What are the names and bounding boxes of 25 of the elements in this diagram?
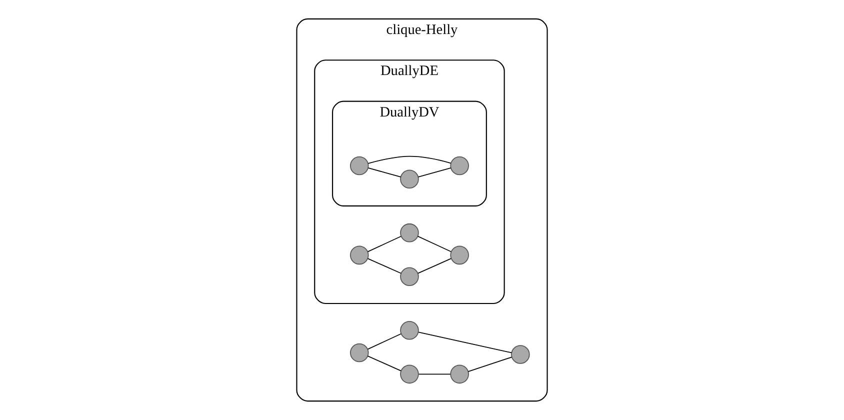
- connector: [367, 236, 402, 252]
- node-circle: [350, 246, 369, 265]
- connector: [417, 258, 452, 274]
- node-circle: [450, 246, 469, 265]
- connector: [367, 258, 402, 274]
- connector: [367, 333, 402, 350]
- node-circle: [400, 364, 419, 384]
- node-circle: [450, 156, 469, 176]
- connector: [368, 156, 452, 164]
- node-circle: [400, 170, 419, 189]
- connector: [368, 167, 402, 178]
- connector: [418, 332, 512, 354]
- node-circle: [400, 267, 419, 286]
- node-circle: [350, 156, 369, 176]
- node-circle: [350, 343, 369, 362]
- connector: [367, 356, 402, 372]
- connector: [417, 236, 452, 252]
- node-circle: [400, 223, 419, 242]
- node-circle: [511, 345, 530, 364]
- connector: [418, 167, 452, 178]
- node-circle: [400, 320, 419, 340]
- node-circle: [450, 364, 469, 384]
- connector: [418, 374, 451, 375]
- connector: [468, 356, 512, 372]
- cluster: DuallyDV: [332, 100, 487, 207]
